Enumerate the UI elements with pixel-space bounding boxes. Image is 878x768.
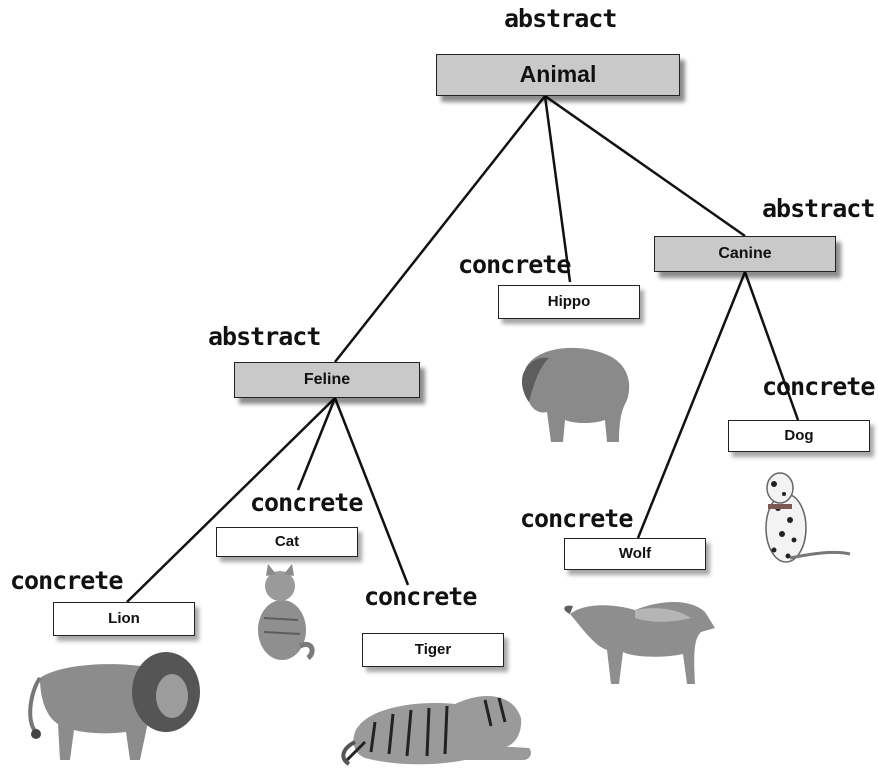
annotation-hippo-concrete: concrete (458, 250, 571, 279)
cat-picture (258, 564, 315, 660)
annotation-lion-concrete: concrete (10, 566, 123, 595)
tiger-picture (341, 695, 531, 766)
edge-feline-lion (126, 397, 336, 603)
annotation-canine-abstract: abstract (762, 194, 875, 223)
edge-canine-wolf (636, 271, 747, 539)
edge-feline-tiger (333, 397, 410, 586)
edge-animal-hippo (543, 95, 572, 283)
class-box-dog: Dog (728, 420, 870, 452)
hippo-picture (522, 347, 630, 442)
edge-feline-cat (296, 397, 337, 491)
class-box-feline: Feline (234, 362, 420, 398)
edge-animal-canine (544, 94, 746, 238)
annotation-dog-concrete: concrete (762, 372, 875, 401)
class-box-lion: Lion (53, 602, 195, 636)
annotation-animal-abstract: abstract (504, 4, 617, 33)
class-box-wolf: Wolf (564, 538, 706, 570)
edge-animal-feline (334, 95, 546, 363)
class-box-animal: Animal (436, 54, 680, 96)
class-box-hippo: Hippo (498, 285, 640, 319)
class-box-tiger: Tiger (362, 633, 504, 667)
class-box-canine: Canine (654, 236, 836, 272)
wolf-picture (564, 602, 715, 684)
class-box-cat: Cat (216, 527, 358, 557)
lion-picture (28, 652, 200, 760)
edge-canine-dog (743, 271, 800, 421)
annotation-tiger-concrete: concrete (364, 582, 477, 611)
annotation-feline-abstract: abstract (208, 322, 321, 351)
annotation-wolf-concrete: concrete (520, 504, 633, 533)
annotation-cat-concrete: concrete (250, 488, 363, 517)
dog-picture (765, 472, 851, 563)
